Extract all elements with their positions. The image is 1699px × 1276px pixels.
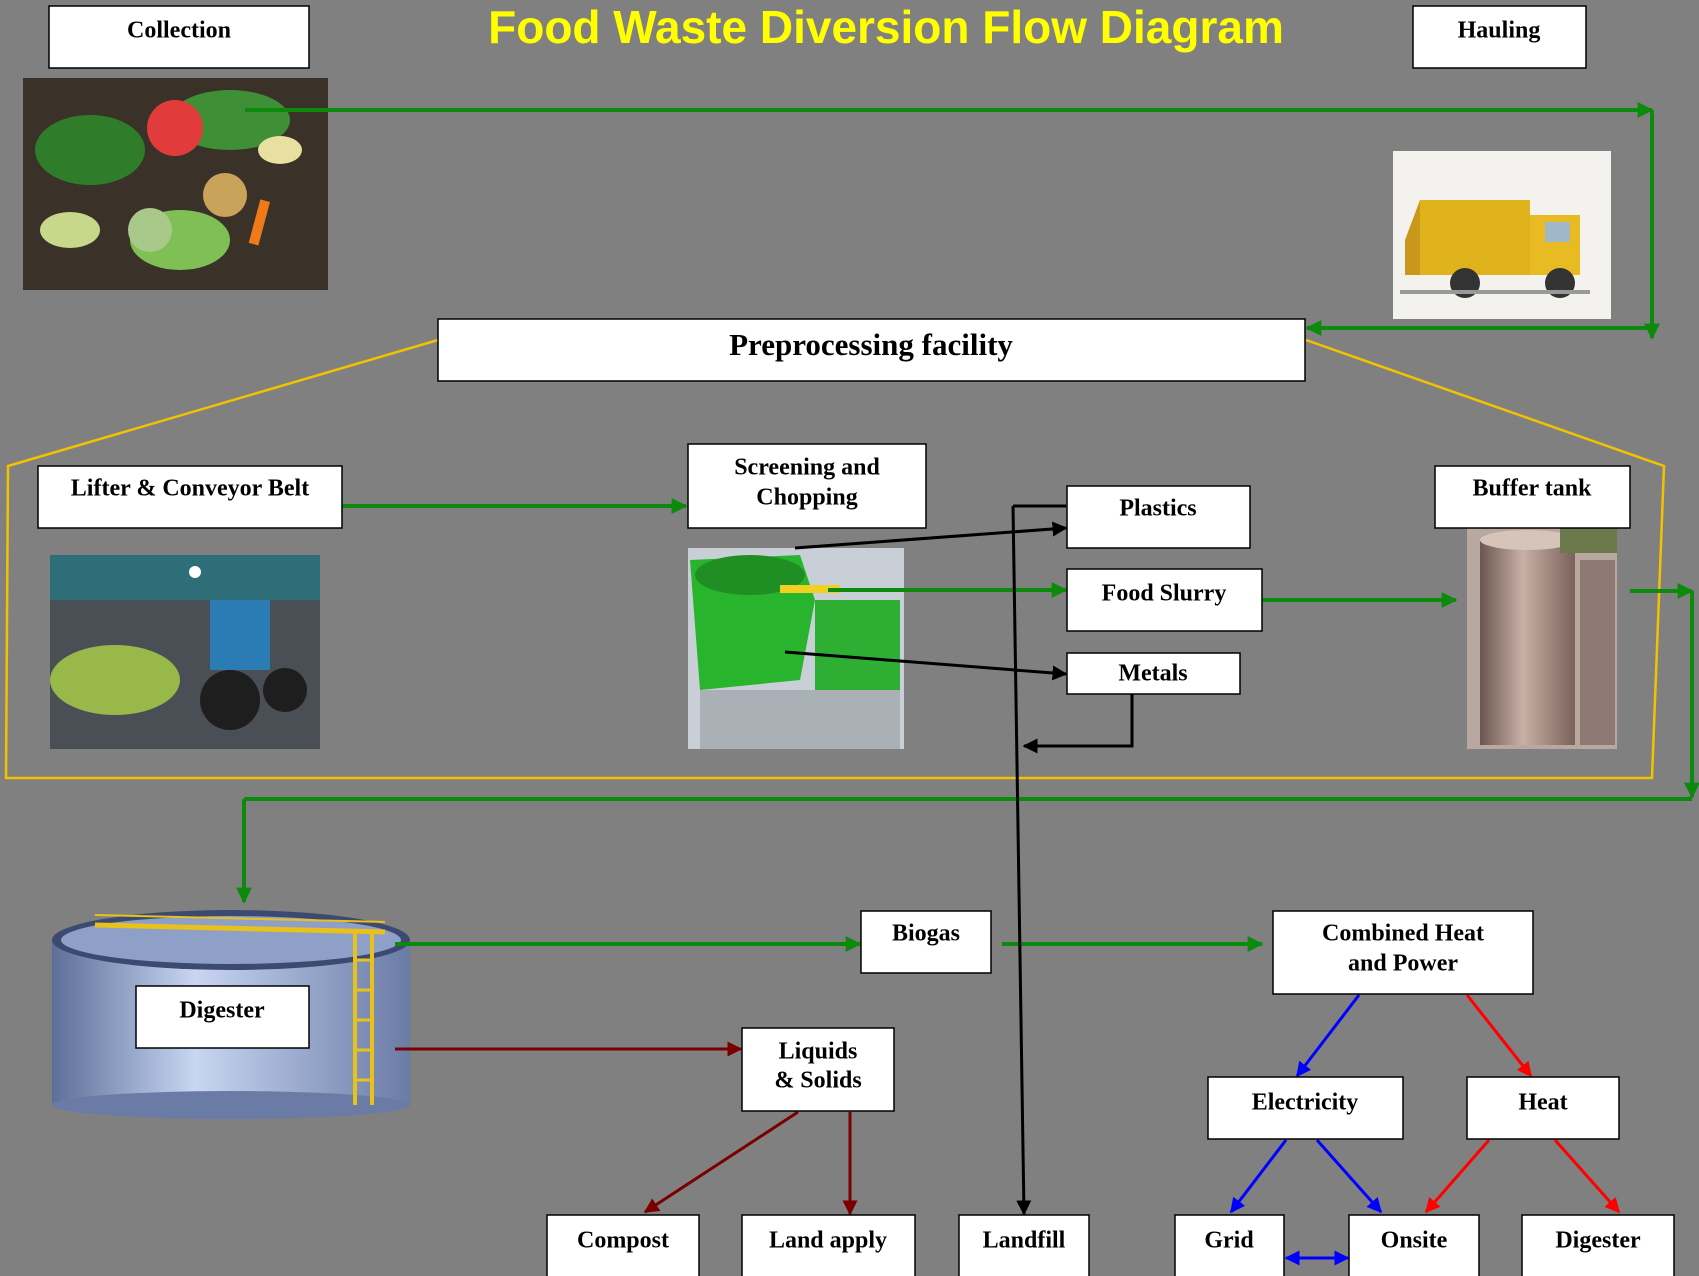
node-liquids-solids: Liquids & Solids xyxy=(741,1027,895,1112)
loader-with-waste-photo xyxy=(50,555,320,749)
node-digester: Digester xyxy=(135,985,310,1049)
screening-machine-photo xyxy=(688,548,904,749)
food-scraps-photo xyxy=(23,78,328,290)
svg-text:Screening and: Screening and xyxy=(734,455,880,481)
arrow-liquids-to-compost xyxy=(643,1110,799,1214)
node-lifter-conveyor: Lifter & Conveyor Belt xyxy=(37,465,343,529)
node-food-slurry: Food Slurry xyxy=(1066,568,1263,632)
svg-text:Grid: Grid xyxy=(1204,1228,1254,1254)
svg-text:Onsite: Onsite xyxy=(1381,1228,1448,1254)
node-hauling: Hauling xyxy=(1412,5,1587,69)
svg-text:Combined Heat: Combined Heat xyxy=(1322,921,1484,947)
svg-text:Liquids: Liquids xyxy=(779,1039,858,1065)
svg-text:Lifter & Conveyor Belt: Lifter & Conveyor Belt xyxy=(71,476,309,502)
svg-text:Food Slurry: Food Slurry xyxy=(1102,581,1227,607)
arrow-electricity-to-onsite xyxy=(1315,1139,1383,1214)
svg-text:Digester: Digester xyxy=(179,998,265,1024)
arrow-chp-to-heat xyxy=(1465,994,1533,1078)
arrow-chp-to-electricity xyxy=(1295,994,1361,1078)
arrow-electricity-to-grid xyxy=(1229,1139,1288,1214)
svg-text:& Solids: & Solids xyxy=(774,1068,861,1094)
svg-text:Biogas: Biogas xyxy=(892,921,960,947)
arrow-screening-to-metals xyxy=(784,650,1068,681)
svg-text:Heat: Heat xyxy=(1518,1090,1567,1116)
arrow-to-landfill xyxy=(1011,505,1032,1216)
node-compost: Compost xyxy=(546,1214,700,1276)
node-heat: Heat xyxy=(1466,1076,1620,1140)
node-land-apply: Land apply xyxy=(741,1214,916,1276)
svg-text:Compost: Compost xyxy=(577,1228,669,1254)
svg-text:Chopping: Chopping xyxy=(756,485,857,511)
node-biogas: Biogas xyxy=(860,910,992,974)
svg-text:and Power: and Power xyxy=(1348,951,1458,977)
svg-text:Preprocessing facility: Preprocessing facility xyxy=(729,327,1013,362)
arrow-heat-to-onsite xyxy=(1424,1139,1491,1214)
diagram-title: Food Waste Diversion Flow Diagram xyxy=(488,1,1284,53)
svg-text:Collection: Collection xyxy=(127,18,231,44)
svg-text:Landfill: Landfill xyxy=(983,1228,1066,1254)
svg-text:Metals: Metals xyxy=(1118,661,1187,687)
node-buffer-tank: Buffer tank xyxy=(1434,465,1631,529)
node-collection: Collection xyxy=(48,5,310,69)
node-digester-heat: Digester xyxy=(1521,1214,1675,1276)
node-combined-heat-power: Combined Heat and Power xyxy=(1272,910,1534,995)
node-plastics: Plastics xyxy=(1066,485,1251,549)
preprocessing-outline xyxy=(4,338,1666,780)
svg-text:Land apply: Land apply xyxy=(769,1228,887,1254)
node-onsite: Onsite xyxy=(1348,1214,1480,1276)
svg-text:Plastics: Plastics xyxy=(1119,496,1196,522)
svg-text:Digester: Digester xyxy=(1555,1228,1641,1254)
storage-tank-photo xyxy=(1467,528,1617,749)
digester-tank-illustration xyxy=(52,910,410,1119)
garbage-truck-photo xyxy=(1393,151,1611,319)
node-electricity: Electricity xyxy=(1207,1076,1404,1140)
node-grid: Grid xyxy=(1174,1214,1285,1276)
arrow-heat-to-digester xyxy=(1553,1139,1621,1214)
svg-text:Hauling: Hauling xyxy=(1458,18,1541,44)
arrow-screening-to-plastics xyxy=(794,521,1068,550)
svg-text:Buffer tank: Buffer tank xyxy=(1473,476,1593,502)
node-metals: Metals xyxy=(1066,652,1241,695)
node-preprocessing-facility: Preprocessing facility xyxy=(437,318,1306,382)
node-landfill: Landfill xyxy=(958,1214,1090,1276)
svg-text:Electricity: Electricity xyxy=(1252,1090,1359,1116)
node-screening-chopping: Screening and Chopping xyxy=(687,443,927,529)
arrow-metals-return xyxy=(1022,694,1134,754)
